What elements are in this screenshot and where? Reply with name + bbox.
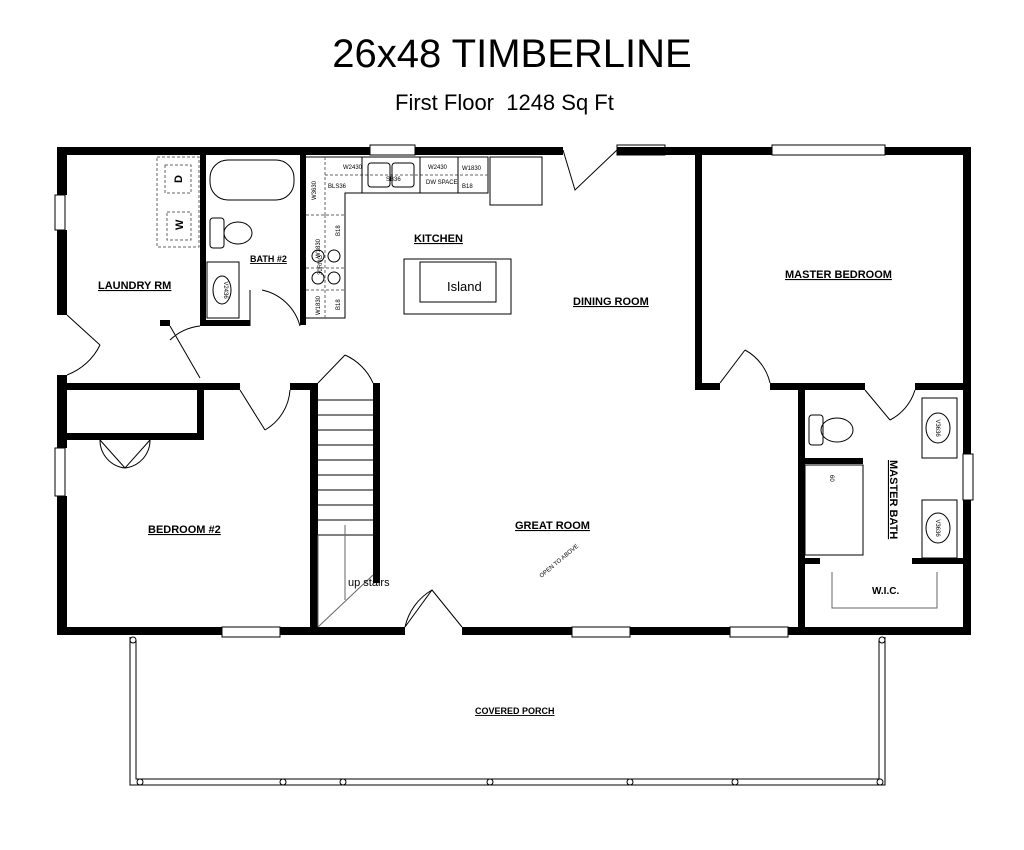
svg-text:SB36: SB36 — [386, 177, 401, 183]
svg-text:B18: B18 — [462, 184, 473, 190]
svg-text:30RNG: 30RNG — [318, 255, 324, 275]
plan-subtitle: First Floor 1248 Sq Ft — [395, 90, 614, 115]
kitchen-cabinets: W2430 BLS36 SB36 W2430 DW SPACE W1830 B1… — [306, 156, 543, 319]
great-room-label: GREAT ROOM — [515, 520, 590, 532]
svg-text:W1830: W1830 — [462, 166, 482, 172]
bath2-label: BATH #2 — [250, 254, 287, 264]
wic-shelving — [831, 572, 938, 609]
front-door — [404, 589, 463, 628]
dryer — [164, 164, 192, 194]
closet-doors — [99, 439, 151, 469]
toilet-tank — [209, 217, 225, 249]
shower — [804, 464, 864, 556]
doors — [66, 149, 916, 628]
laundry-exterior-door — [66, 314, 101, 376]
master-vanity-2 — [921, 499, 958, 559]
svg-text:V3636: V3636 — [934, 519, 940, 537]
svg-text:W3630: W3630 — [312, 180, 318, 200]
dryer-label: D — [173, 175, 185, 183]
master-toilet — [820, 417, 854, 443]
open-to-above-label: OPEN TO ABOVE — [539, 544, 580, 580]
washer — [166, 211, 192, 241]
bedroom2-door — [239, 389, 291, 431]
stairs-label: up stairs — [348, 577, 390, 589]
bath2-vanity-label: V2436 — [222, 281, 228, 299]
exterior-walls — [57, 147, 971, 635]
plan-title: 26x48 TIMBERLINE — [332, 32, 692, 76]
master-bath-door — [864, 389, 916, 421]
covered-porch — [129, 636, 886, 786]
svg-text:V3636: V3636 — [934, 419, 940, 437]
master-bedroom-label: MASTER BEDROOM — [785, 269, 892, 281]
svg-text:B18: B18 — [336, 225, 342, 236]
dining-room-label: DINING ROOM — [573, 296, 649, 308]
svg-text:W2430: W2430 — [428, 165, 448, 171]
stair-door — [317, 354, 374, 384]
svg-text:DW SPACE: DW SPACE — [426, 180, 458, 186]
bedroom2-label: BEDROOM #2 — [148, 524, 221, 536]
windows — [54, 144, 974, 638]
bathtub — [209, 159, 295, 201]
laundry-appliance-zone — [156, 156, 200, 248]
kitchen-label: KITCHEN — [414, 233, 463, 245]
svg-text:B18: B18 — [336, 299, 342, 310]
svg-text:W1830: W1830 — [316, 295, 322, 315]
washer-label: W — [174, 219, 186, 230]
toilet — [223, 221, 253, 245]
covered-porch-label: COVERED PORCH — [475, 706, 555, 716]
bath2-vanity — [206, 261, 240, 319]
master-vanity-1 — [921, 397, 958, 459]
island — [403, 258, 512, 315]
rear-door — [562, 149, 618, 191]
bath2-door — [249, 289, 301, 327]
island-label: Island — [447, 279, 482, 294]
refrigerator — [489, 156, 543, 206]
svg-text:60: 60 — [828, 475, 834, 482]
svg-text:W2430: W2430 — [343, 165, 363, 171]
svg-text:W1830: W1830 — [316, 238, 322, 258]
stairs: up stairs — [317, 399, 390, 628]
laundry-label: LAUNDRY RM — [98, 280, 171, 292]
svg-text:BLS36: BLS36 — [328, 184, 347, 190]
interior-walls — [57, 155, 971, 635]
master-bath-label: MASTER BATH — [887, 460, 899, 539]
master-bedroom-door — [719, 349, 771, 384]
wic-label: W.I.C. — [872, 586, 899, 597]
